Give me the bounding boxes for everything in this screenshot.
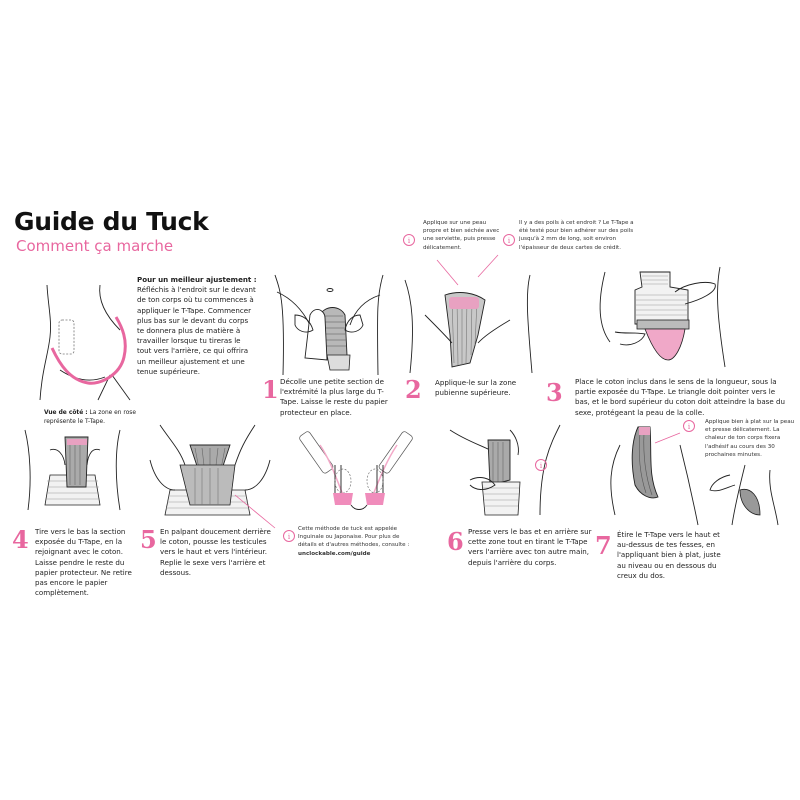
step-1-number: 1 — [262, 375, 279, 404]
step-1-text: Décolle une petite section de l'extrémit… — [280, 377, 388, 417]
step-4-number: 4 — [12, 525, 29, 554]
step-2-illustration — [404, 254, 533, 374]
tip-hair: Il y a des poils à cet endroit ? Le T-Ta… — [519, 220, 634, 251]
step-4-text: Tire vers le bas la section exposée du T… — [35, 527, 132, 598]
step-5-number: 5 — [140, 525, 157, 554]
step-7-number: 7 — [595, 531, 612, 560]
step-1-illustration — [274, 274, 384, 376]
page-subtitle: Comment ça marche — [16, 237, 174, 255]
side-view-illustration — [39, 284, 131, 401]
step-6-illustration — [449, 424, 561, 516]
step-5-illustration — [149, 424, 276, 529]
side-view-caption: Vue de côté : La zone en rose représente… — [44, 409, 154, 426]
tip-clean-skin: Applique sur une peau propre et bien séc… — [423, 220, 500, 251]
step-6-text: Presse vers le bas et en arrière sur cet… — [468, 527, 592, 567]
step-2-text: Applique-le sur la zone pubienne supérie… — [435, 378, 517, 398]
info-icon: i — [683, 420, 695, 432]
step-2-number: 2 — [405, 375, 422, 404]
side-view-text: La zone en rose représente le T-Tape. — [44, 410, 136, 425]
step-6-number: 6 — [447, 527, 464, 556]
tip-method: Cette méthode de tuck est appelée Inguin… — [298, 525, 413, 558]
info-icon: i — [535, 459, 547, 471]
tip-method-text: Cette méthode de tuck est appelée Inguin… — [298, 526, 410, 549]
step-7-illustration — [610, 426, 779, 526]
intro-heading: Pour un meilleur ajustement : — [137, 275, 257, 284]
step-3-number: 3 — [546, 378, 563, 407]
info-icon: i — [403, 234, 415, 246]
step-3-illustration — [599, 266, 726, 368]
step-4-illustration — [24, 429, 121, 511]
tip-flat: Applique bien à plat sur la peau et pres… — [705, 419, 795, 458]
step-3-text: Place le coton inclus dans le sens de la… — [575, 377, 785, 417]
info-icon: i — [503, 234, 515, 246]
intro-body: Réfléchis à l'endroit sur le devant de t… — [137, 285, 256, 376]
guide-link[interactable]: unclockable.com/guide — [298, 550, 371, 557]
side-view-label: Vue de côté : — [44, 410, 88, 416]
intro-block: Pour un meilleur ajustement : Réfléchis … — [137, 275, 257, 377]
method-diagram — [299, 431, 413, 510]
info-icon: i — [283, 530, 295, 542]
step-7-text: Étire le T-Tape vers le haut et au-dessu… — [617, 530, 721, 580]
page-title: Guide du Tuck — [14, 207, 209, 236]
step-5-text: En palpant doucement derrière le coton, … — [160, 527, 271, 577]
